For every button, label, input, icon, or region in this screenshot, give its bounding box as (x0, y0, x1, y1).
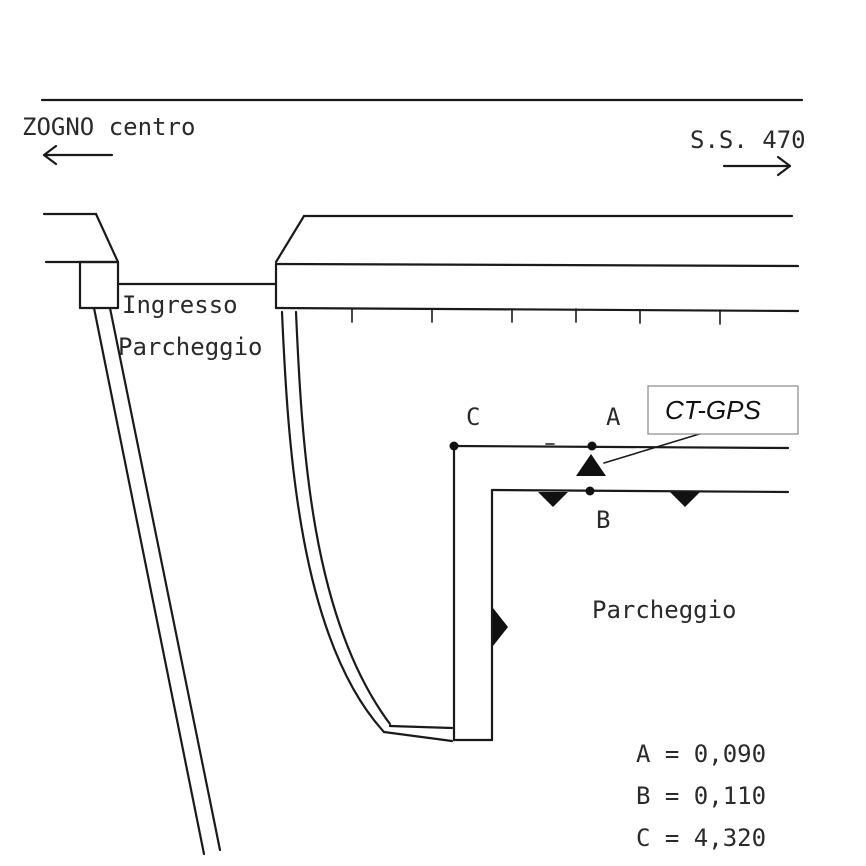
parking-label: Parcheggio (592, 596, 737, 624)
point-b-label: B (596, 506, 610, 534)
legend: A = 0,090 B = 0,110 C = 4,320 (636, 740, 766, 852)
point-c-label: C (466, 403, 480, 431)
right-roadside-block (274, 214, 800, 325)
triangle-marker-1-icon (538, 492, 568, 507)
ct-gps-label: CT-GPS (665, 395, 761, 425)
legend-item-c: C = 4,320 (636, 824, 766, 852)
parking-channel (452, 443, 790, 742)
left-access-road (92, 306, 222, 856)
legend-item-b: B = 0,110 (636, 782, 766, 810)
ct-gps-leader-line (603, 431, 707, 464)
gps-triangle-icon (576, 454, 606, 476)
triangle-marker-3-icon (493, 608, 508, 646)
left-roadside-block (42, 212, 120, 310)
point-a-marker (587, 441, 597, 451)
point-a-label: A (606, 403, 621, 431)
right-direction-label: S.S. 470 (690, 126, 806, 154)
entrance-label-line2: Parcheggio (118, 333, 263, 361)
curved-access-road (280, 310, 454, 743)
entrance-label-line1: Ingresso (122, 291, 238, 319)
point-c-marker (449, 441, 459, 451)
left-arrow-icon (42, 144, 114, 166)
right-arrow-icon (722, 155, 792, 177)
left-direction-label: ZOGNO centro (22, 113, 195, 141)
point-b-marker (585, 486, 595, 496)
ct-gps-box (647, 385, 799, 435)
legend-item-a: A = 0,090 (636, 740, 766, 768)
triangle-marker-2-icon (670, 492, 700, 507)
